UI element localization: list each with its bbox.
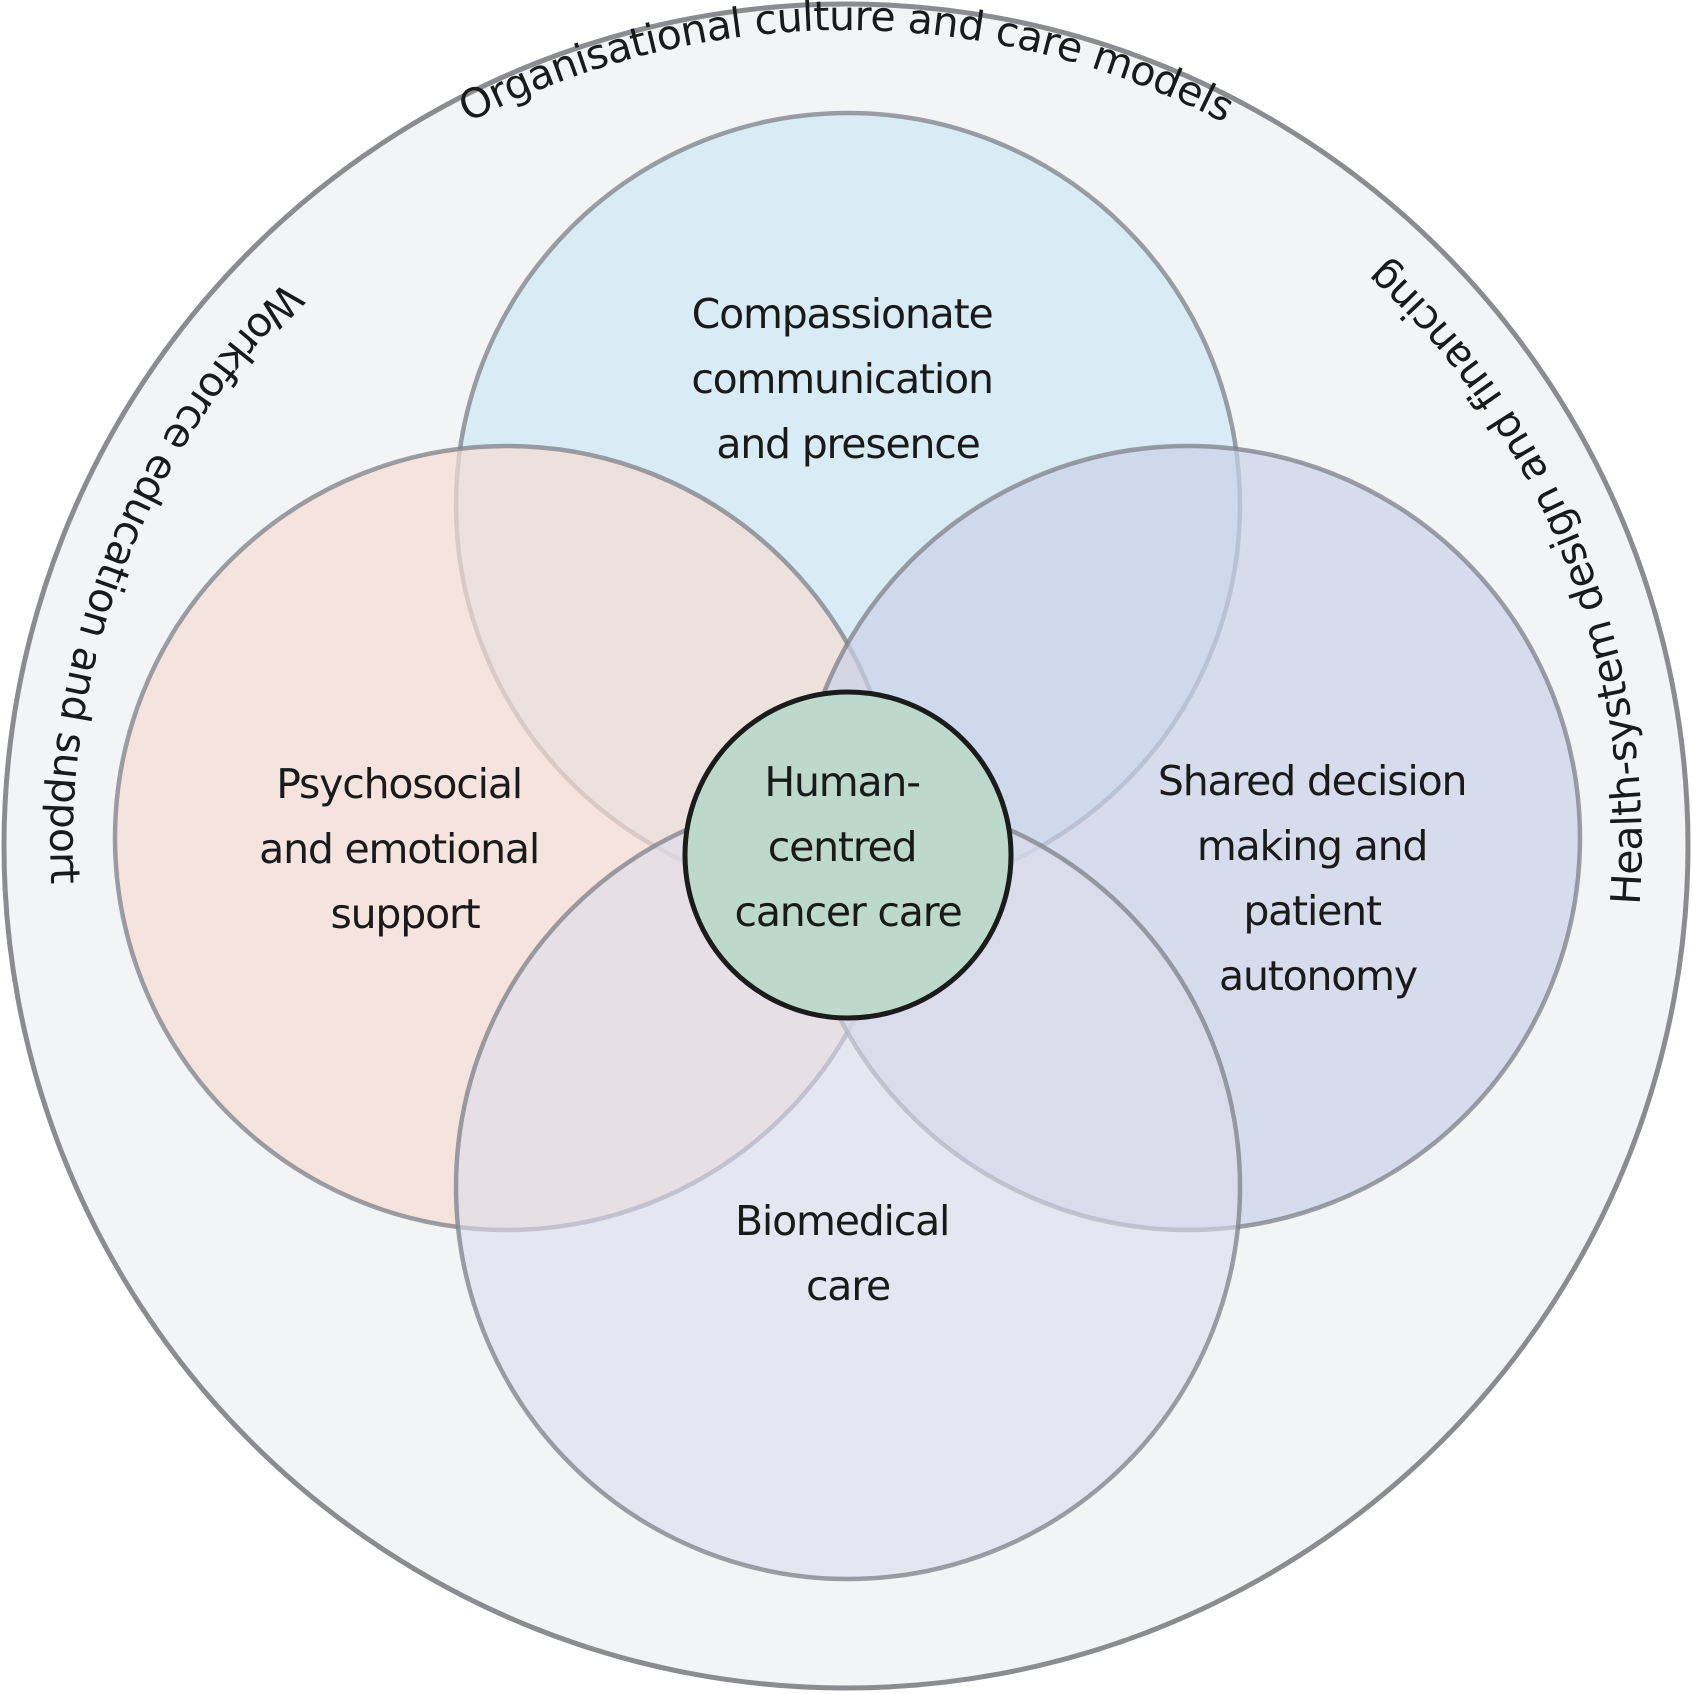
petal-right-line-1: Shared decision xyxy=(1158,757,1466,805)
core-line-3: cancer care xyxy=(735,888,962,936)
petal-top-label: Compassionate communication and presence xyxy=(691,290,1004,468)
petal-bottom-line-2: care xyxy=(806,1262,890,1310)
petal-right-line-2: making and xyxy=(1197,822,1427,870)
petal-right-line-3: patient xyxy=(1243,887,1382,935)
petal-left-label: Psychosocial and emotional support xyxy=(259,760,551,938)
petal-left-line-3: support xyxy=(330,890,480,938)
petal-right-line-4: autonomy xyxy=(1219,952,1418,1000)
core-circle xyxy=(682,689,1014,1021)
core-line-2: centred xyxy=(768,823,917,871)
petal-top-line-3: and presence xyxy=(716,420,979,468)
petal-bottom-line-1: Biomedical xyxy=(735,1197,949,1245)
petal-group xyxy=(112,110,1583,1582)
petal-left-line-1: Psychosocial xyxy=(276,760,522,808)
petal-left-line-2: and emotional xyxy=(259,825,539,873)
core-line-1: Human- xyxy=(764,758,919,806)
petal-top-line-1: Compassionate xyxy=(692,290,993,338)
petal-top-line-2: communication xyxy=(691,355,992,403)
petal-bottom-label: Biomedical care xyxy=(735,1197,961,1310)
core-label: Human- centred cancer care xyxy=(735,758,962,936)
petal-right-label: Shared decision making and patient auton… xyxy=(1158,757,1478,1000)
